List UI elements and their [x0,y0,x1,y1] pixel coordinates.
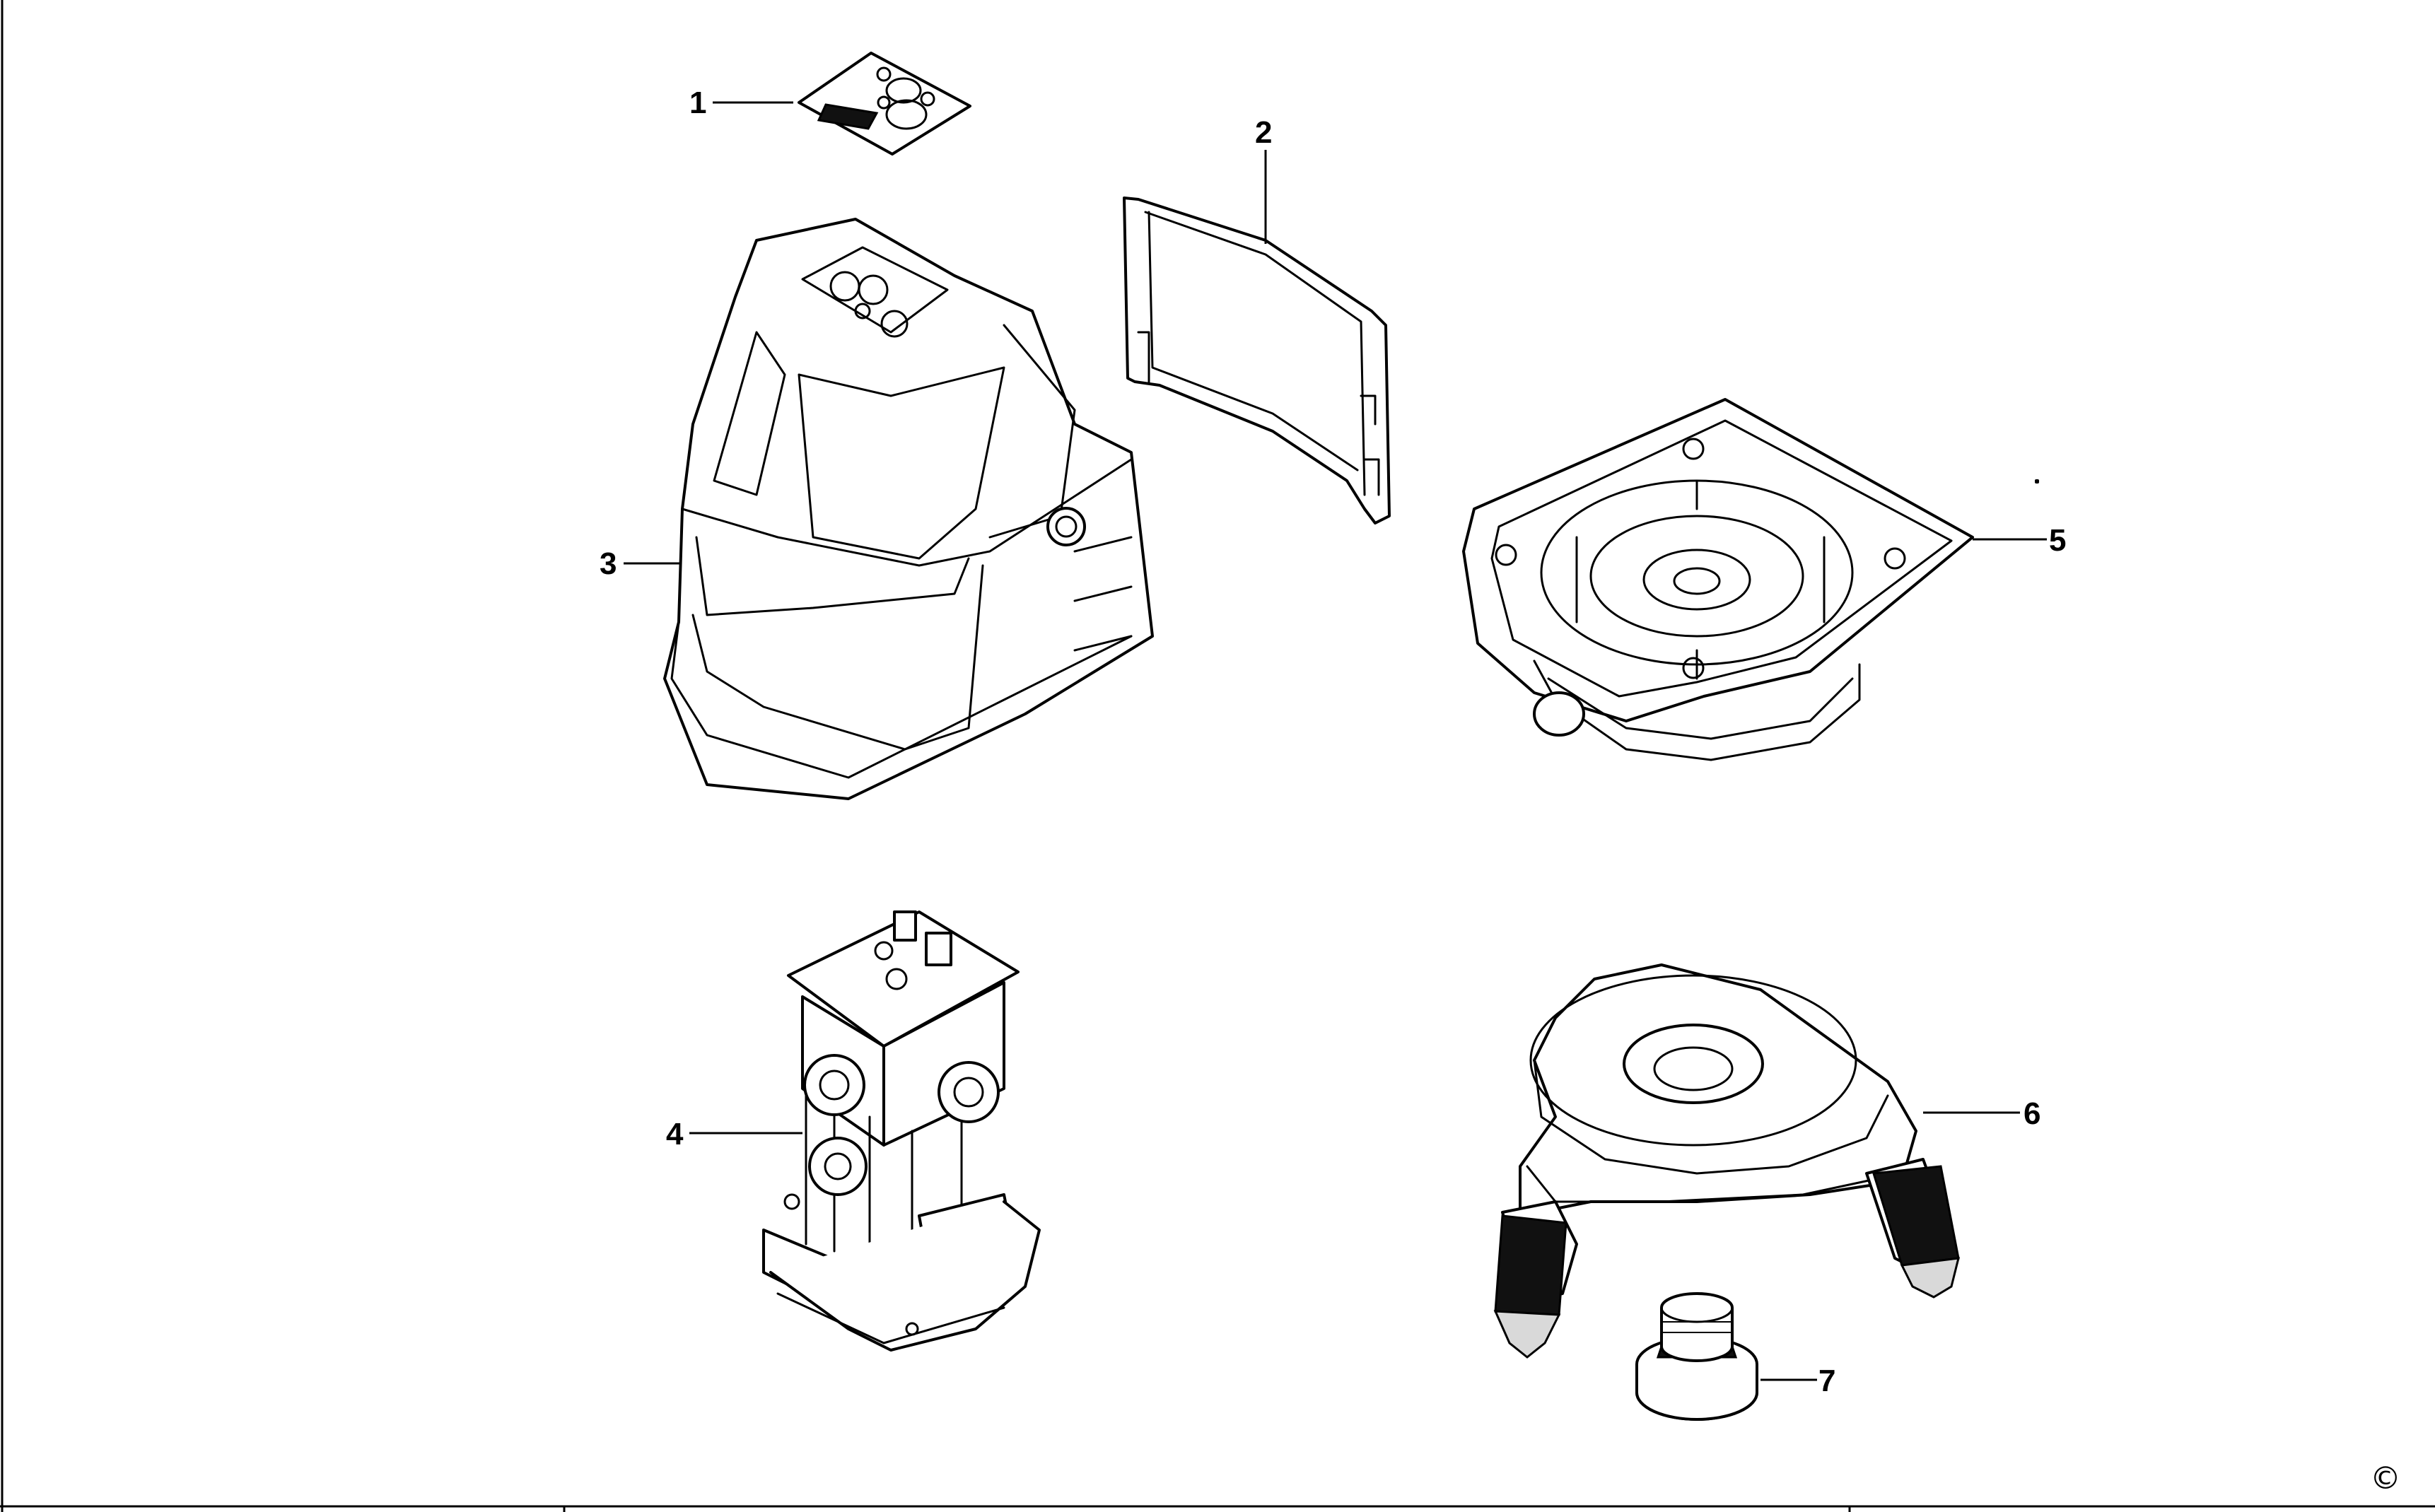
copyright-symbol: © [2370,1460,2401,1496]
label-plate-part [798,52,971,156]
callout-label-6: 6 [2024,1096,2040,1131]
callout-leaders [624,101,2047,1381]
callout-labels: 1 2 3 4 5 6 7 [600,86,2066,1398]
callout-label-7: 7 [1818,1364,1835,1398]
callout-label-4: 4 [666,1117,684,1151]
callout-label-3: 3 [600,546,617,581]
tripod-base-part [1493,963,1960,1359]
callout-label-1: 1 [689,86,706,120]
adapter-part [1635,1292,1758,1421]
window-cover-part [1123,197,1391,524]
laser-module-part [762,910,1041,1352]
callout-label-2: 2 [1255,115,1272,150]
housing-part [663,218,1154,800]
callout-label-5: 5 [2049,523,2066,558]
base-frame-part [1462,398,2039,761]
